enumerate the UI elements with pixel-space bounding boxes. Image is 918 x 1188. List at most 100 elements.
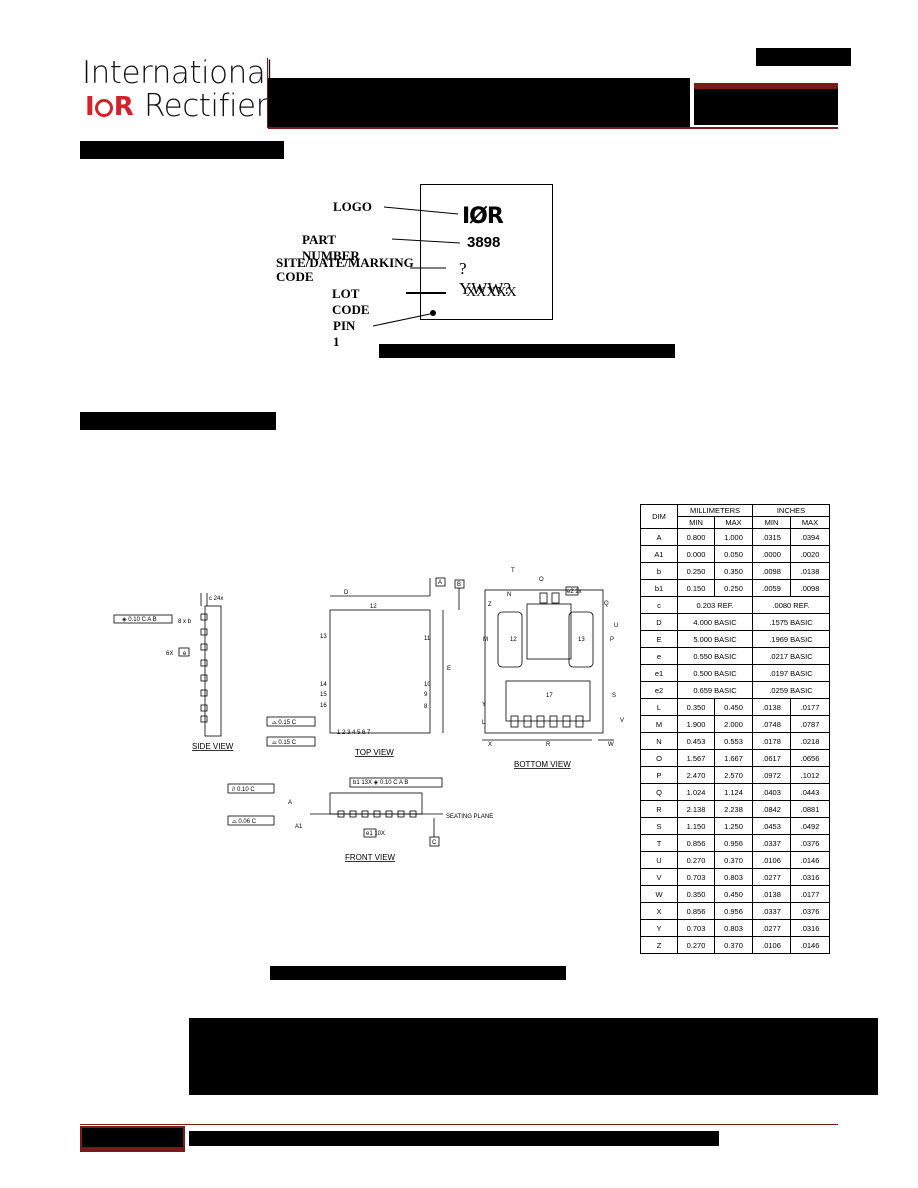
col-in-max: MAX (790, 516, 830, 529)
dim-cell: W (640, 885, 678, 903)
dim-cell: 0.553 (714, 732, 753, 750)
dim-cell: .0138 (752, 885, 791, 903)
dim-cell: X (640, 902, 678, 920)
dim-cell: 2.138 (677, 800, 715, 818)
svg-text:15: 15 (320, 692, 327, 698)
dim-cell: 4.000 BASIC (677, 613, 753, 631)
dim-cell: e (640, 647, 678, 665)
svg-text:c 24x: c 24x (209, 596, 223, 602)
svg-text:◈ 0.10 C A B: ◈ 0.10 C A B (122, 617, 157, 623)
svg-text:⌓ 0.15 C: ⌓ 0.15 C (272, 720, 297, 726)
dim-cell: .0138 (752, 698, 791, 716)
dim-cell: V (640, 868, 678, 886)
logo-divider (267, 58, 268, 128)
section-heading-package (80, 412, 276, 430)
header-tag-bar (756, 48, 851, 66)
dim-cell: 0.450 (714, 698, 753, 716)
dim-cell: 1.900 (677, 715, 715, 733)
svg-text:W: W (608, 742, 614, 748)
package-caption-bar (270, 966, 566, 980)
svg-text:e2 2x: e2 2x (567, 589, 582, 595)
svg-text:Y: Y (482, 702, 486, 708)
dim-cell: .0787 (790, 715, 830, 733)
dim-cell: 1.124 (714, 783, 753, 801)
dim-cell: 0.250 (677, 562, 715, 580)
svg-text:M: M (483, 637, 488, 643)
svg-text:16: 16 (320, 703, 327, 709)
dim-cell: .0217 BASIC (752, 647, 830, 665)
col-mm-header: MILLIMETERS (677, 504, 753, 517)
dim-cell: 2.000 (714, 715, 753, 733)
dim-cell: 0.450 (714, 885, 753, 903)
section-heading-marking (80, 141, 284, 159)
dim-cell: E (640, 630, 678, 648)
svg-text:e: e (183, 651, 187, 657)
dim-cell: O (640, 749, 678, 767)
header-accent-line (268, 127, 838, 129)
dim-cell: L (640, 698, 678, 716)
logo-mark-i: I (85, 92, 95, 122)
dim-cell: .0146 (790, 851, 830, 869)
dim-cell: e2 (640, 681, 678, 699)
dim-cell: .0098 (752, 562, 791, 580)
dim-cell: .0197 BASIC (752, 664, 830, 682)
footer-text-bar (189, 1131, 719, 1146)
svg-text:E: E (447, 666, 451, 672)
callout-leaders (372, 206, 461, 327)
header-right-bar (694, 89, 838, 125)
dim-cell: .0315 (752, 528, 791, 546)
dimensions-table: DIM MILLIMETERS INCHES MIN MAX MIN MAX A… (640, 504, 830, 954)
dim-cell: .0443 (790, 783, 830, 801)
dim-cell: Z (640, 936, 678, 954)
dim-cell: .0138 (790, 562, 830, 580)
dim-cell: 0.270 (677, 936, 715, 954)
chip-outline (420, 184, 553, 320)
callout-pin1: PIN 1 (333, 318, 356, 349)
bottom-view-label: BOTTOM VIEW (514, 760, 571, 769)
dim-cell: .1012 (790, 766, 830, 784)
dim-cell: 2.470 (677, 766, 715, 784)
logo-word-rectifier: Rectifier (144, 88, 268, 124)
svg-text:T: T (511, 568, 515, 574)
svg-text:6X: 6X (166, 651, 173, 657)
svg-text:B: B (457, 582, 461, 588)
dim-cell: 1.567 (677, 749, 715, 767)
col-in-header: INCHES (752, 504, 830, 517)
dim-cell: .0376 (790, 834, 830, 852)
dim-cell: 0.659 BASIC (677, 681, 753, 699)
dim-cell: 1.250 (714, 817, 753, 835)
dim-cell: 0.453 (677, 732, 715, 750)
footer-page-bar (82, 1128, 183, 1147)
dim-cell: .0178 (752, 732, 791, 750)
marking-caption-bar (379, 344, 675, 358)
logo-mark-o-icon (94, 99, 113, 117)
dim-cell: 0.703 (677, 919, 715, 937)
col-mm-max: MAX (714, 516, 753, 529)
svg-text:A: A (438, 580, 442, 586)
dim-cell: 0.703 (677, 868, 715, 886)
col-in-min: MIN (752, 516, 791, 529)
svg-text:17: 17 (546, 693, 553, 699)
dim-cell: U (640, 851, 678, 869)
svg-text:8: 8 (424, 704, 428, 710)
dim-cell: .0394 (790, 528, 830, 546)
dim-cell: .0748 (752, 715, 791, 733)
svg-text:// 0.10 C: // 0.10 C (232, 787, 255, 793)
dim-cell: .0020 (790, 545, 830, 563)
dim-cell: .1575 BASIC (752, 613, 830, 631)
header-right-accent (694, 83, 838, 89)
